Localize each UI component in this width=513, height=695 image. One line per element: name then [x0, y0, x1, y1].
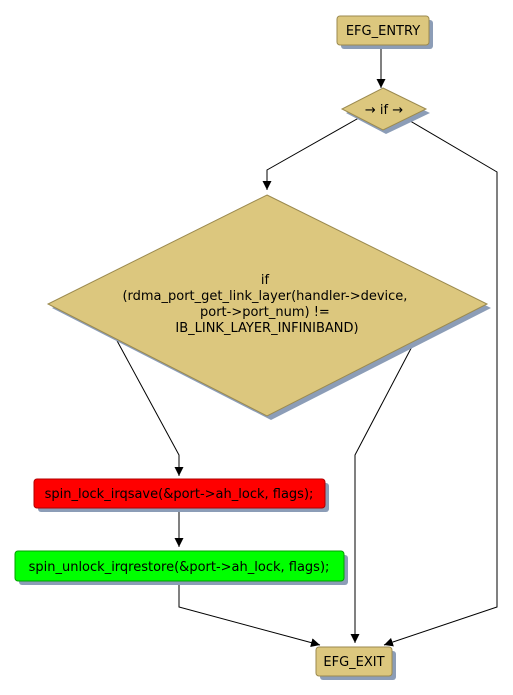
if-big-node: if (rdma_port_get_link_layer(handler->de… [46, 194, 491, 420]
if-big-line-2: (rdma_port_get_link_layer(handler->devic… [122, 289, 407, 304]
if-small-diamond [340, 87, 428, 131]
if-big-line-3: port->port_num) != [200, 305, 330, 320]
lock-label: spin_lock_irqsave(&port->ah_lock, flags)… [45, 487, 314, 502]
edges [114, 46, 498, 648]
entry-node: EFG_ENTRY [336, 15, 433, 49]
entry-label: EFG_ENTRY [346, 24, 420, 39]
edge-big-if-to-exit [350, 336, 418, 643]
edge-big-if-to-lock [114, 336, 184, 476]
unlock-node: spin_unlock_irqrestore(&port->ah_lock, f… [14, 550, 348, 585]
edge-unlock-to-exit [178, 581, 321, 648]
exit-node: EFG_EXIT [315, 646, 396, 680]
lock-box [33, 478, 326, 509]
unlock-box [14, 550, 345, 582]
if-big-line-4: IB_LINK_LAYER_INFINIBAND) [175, 321, 358, 336]
if-small-label: → if → [365, 103, 403, 118]
if-big-condition: if (rdma_port_get_link_layer(handler->de… [122, 273, 411, 336]
edge-if-to-big-if [262, 114, 365, 190]
if-big-diamond [46, 194, 489, 417]
unlock-label: spin_unlock_irqrestore(&port->ah_lock, f… [29, 560, 330, 575]
exit-box [315, 646, 393, 677]
exit-label: EFG_EXIT [323, 655, 384, 670]
if-small-node: → if → [340, 87, 430, 134]
lock-node: spin_lock_irqsave(&port->ah_lock, flags)… [33, 478, 329, 512]
entry-box [336, 15, 430, 46]
edge-if-to-exit [383, 114, 498, 647]
if-big-line-1: if [261, 273, 270, 288]
